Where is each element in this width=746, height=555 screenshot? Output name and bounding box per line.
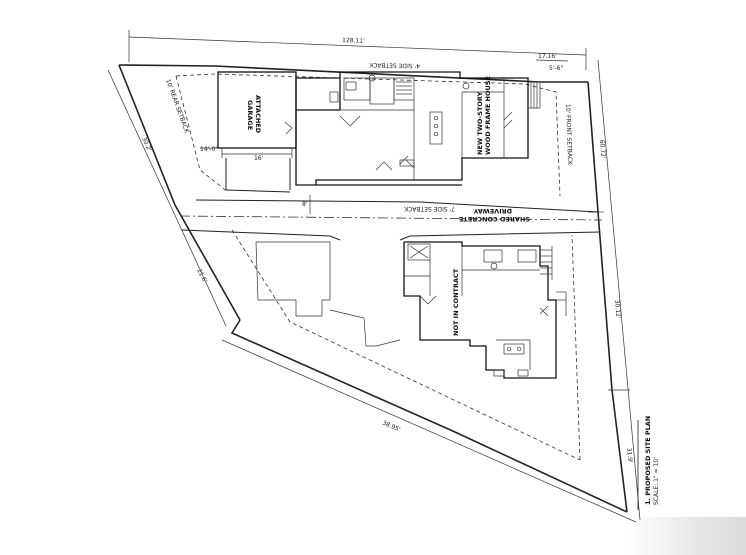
side-setback-4-label: 4' SIDE SETBACK — [368, 61, 420, 69]
front-setback-label: 10' FRONT SETBACK — [564, 104, 573, 166]
driveway-offset-label: 8' — [302, 201, 308, 208]
right-upper-dim-label: 60.72' — [598, 140, 607, 160]
existing-house-plan: NOT IN CONTRACT — [255, 241, 567, 379]
plan-scale: SCALE: 1" = 10' — [653, 457, 660, 505]
garage-side-label: 14'-0" — [200, 146, 218, 153]
bottom-diagonal-dim-label: 38.95' — [381, 419, 401, 433]
small-offset-label: 5'-6" — [549, 65, 563, 72]
top-width-label: 128.11' — [342, 37, 365, 45]
garage-width-label: 16' — [254, 155, 264, 162]
rear-setback-label: 10' REAR SETBACK — [164, 78, 190, 135]
side-setback-7-label: 7' SIDE SETBACK — [403, 205, 455, 212]
not-in-contract-label: NOT IN CONTRACT — [452, 268, 460, 336]
setback-lines: 4' SIDE SETBACK 10' REAR SETBACK 10' FRO… — [164, 61, 581, 461]
plan-title: 1. PROPOSED SITE PLAN — [644, 416, 652, 505]
driveway-label-line2: DRIVEWAY — [473, 207, 512, 215]
right-lower-dim-label: 31.9' — [625, 447, 634, 463]
driveway-label-line1: SHARED CONCRETE — [459, 215, 530, 223]
right-mid-dim-label: 30.12' — [613, 300, 622, 320]
shared-driveway: 8' 7' SIDE SETBACK SHARED CONCRETE DRIVE… — [179, 158, 603, 241]
attached-garage: 16' 14'-0" ATTACHED GARAGE — [200, 71, 297, 162]
left-lower-dim-label: 21.6' — [195, 268, 208, 285]
top-right-dim-label: 17.16' — [538, 53, 557, 60]
title-block: 1. PROPOSED SITE PLAN SCALE: 1" = 10' — [637, 416, 660, 510]
new-house-label-line2: WOOD FRAME HOUSE — [484, 76, 492, 155]
new-house-label-line1: NEW TWO-STORY — [476, 91, 484, 155]
garage-label-line1: ATTACHED — [254, 95, 262, 134]
new-house-plan: NEW TWO-STORY WOOD FRAME HOUSE — [295, 71, 541, 186]
top-dimension: 128.11' 17.16' 5'-6" — [128, 30, 587, 72]
watermark-overlay — [626, 517, 746, 555]
garage-label-line2: GARAGE — [246, 100, 254, 130]
